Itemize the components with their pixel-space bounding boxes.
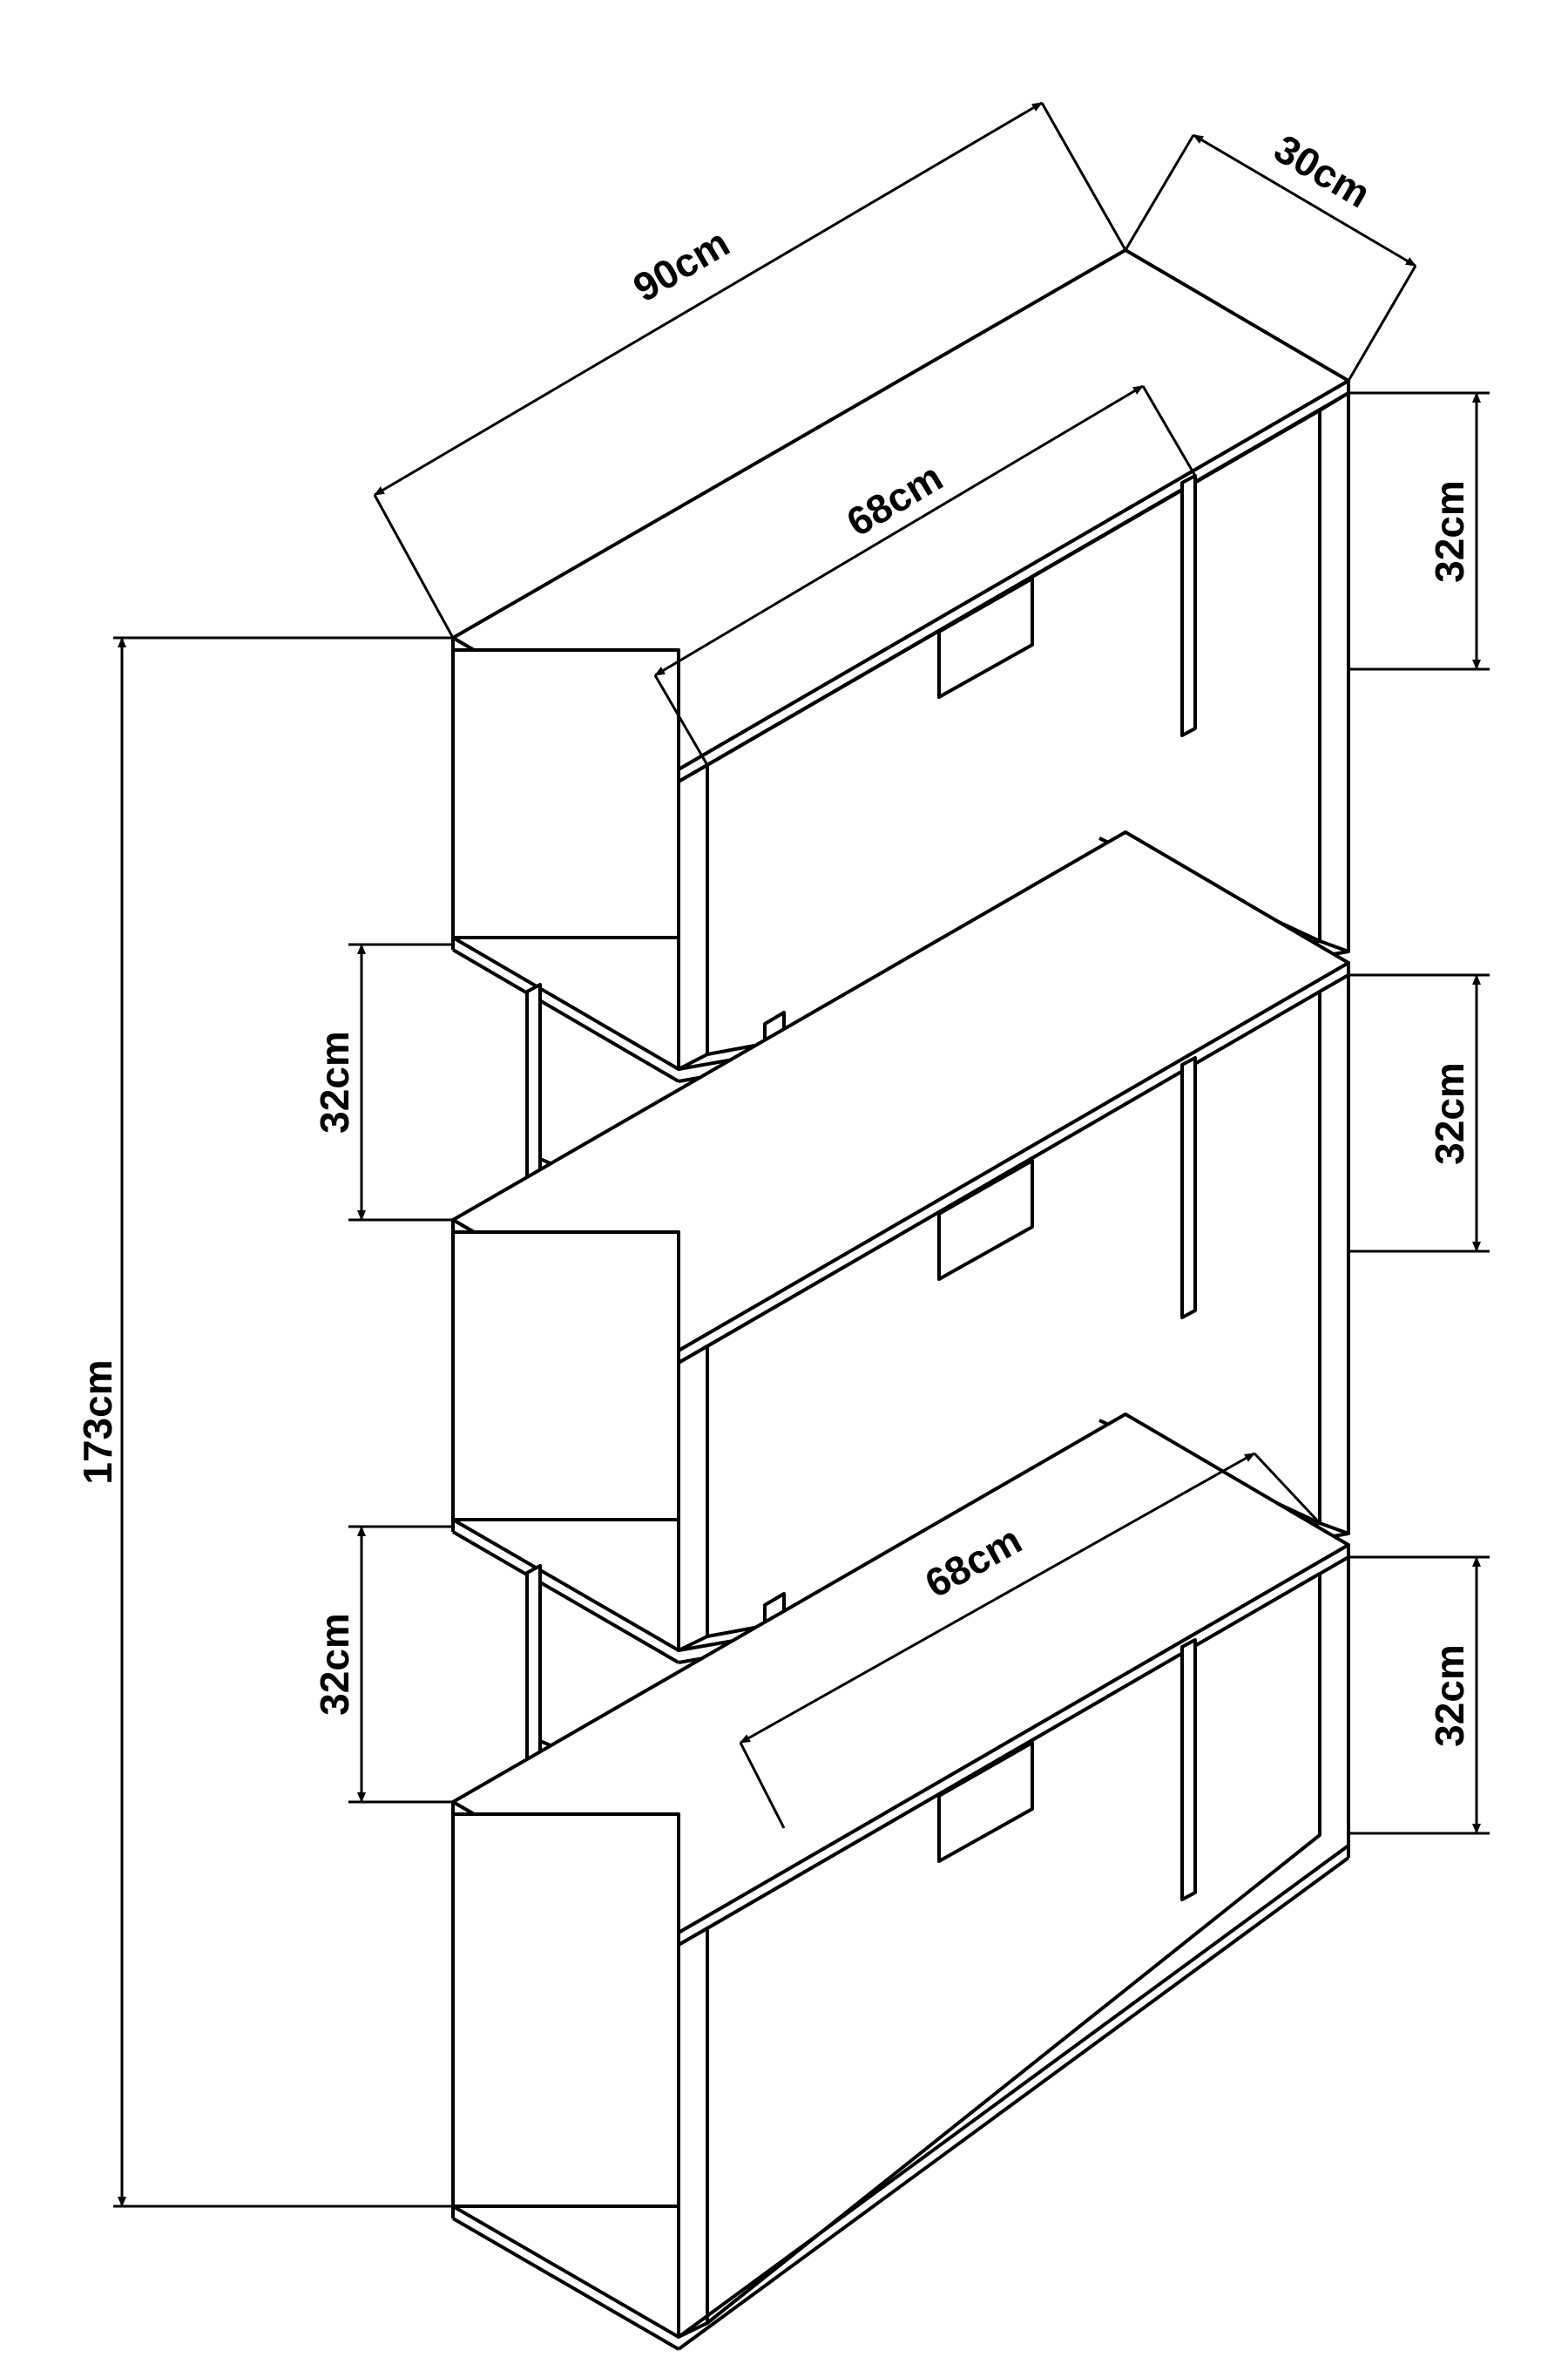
bookcase xyxy=(451,248,1350,2351)
label-32cm-left-1: 32cm xyxy=(312,1031,357,1134)
module-bottom xyxy=(451,1412,1350,2351)
dim-68cm-lower-line xyxy=(740,1452,1255,1744)
label-32cm-right-1: 32cm xyxy=(1427,480,1472,583)
label-30cm: 30cm xyxy=(1267,125,1378,217)
label-32cm-right-3: 32cm xyxy=(1427,1644,1472,1747)
label-90cm: 90cm xyxy=(625,220,737,310)
module-top-right-side xyxy=(677,763,709,1071)
label-173cm: 173cm xyxy=(75,1359,120,1484)
module-top-right-end xyxy=(1318,391,1350,953)
dim-90cm-line xyxy=(374,101,1043,497)
label-32cm-right-2: 32cm xyxy=(1427,1062,1472,1165)
module-middle-left-box xyxy=(451,1230,680,1521)
dim-30cm-line xyxy=(1193,133,1416,268)
top-divider-right xyxy=(1180,474,1197,737)
label-32cm-left-2: 32cm xyxy=(312,1613,357,1716)
dimension-lines xyxy=(113,101,1490,2208)
dim-68cm-top-line xyxy=(654,384,1144,677)
module-top-left-box xyxy=(451,648,680,939)
module-bottom-left-box xyxy=(451,1812,680,2208)
